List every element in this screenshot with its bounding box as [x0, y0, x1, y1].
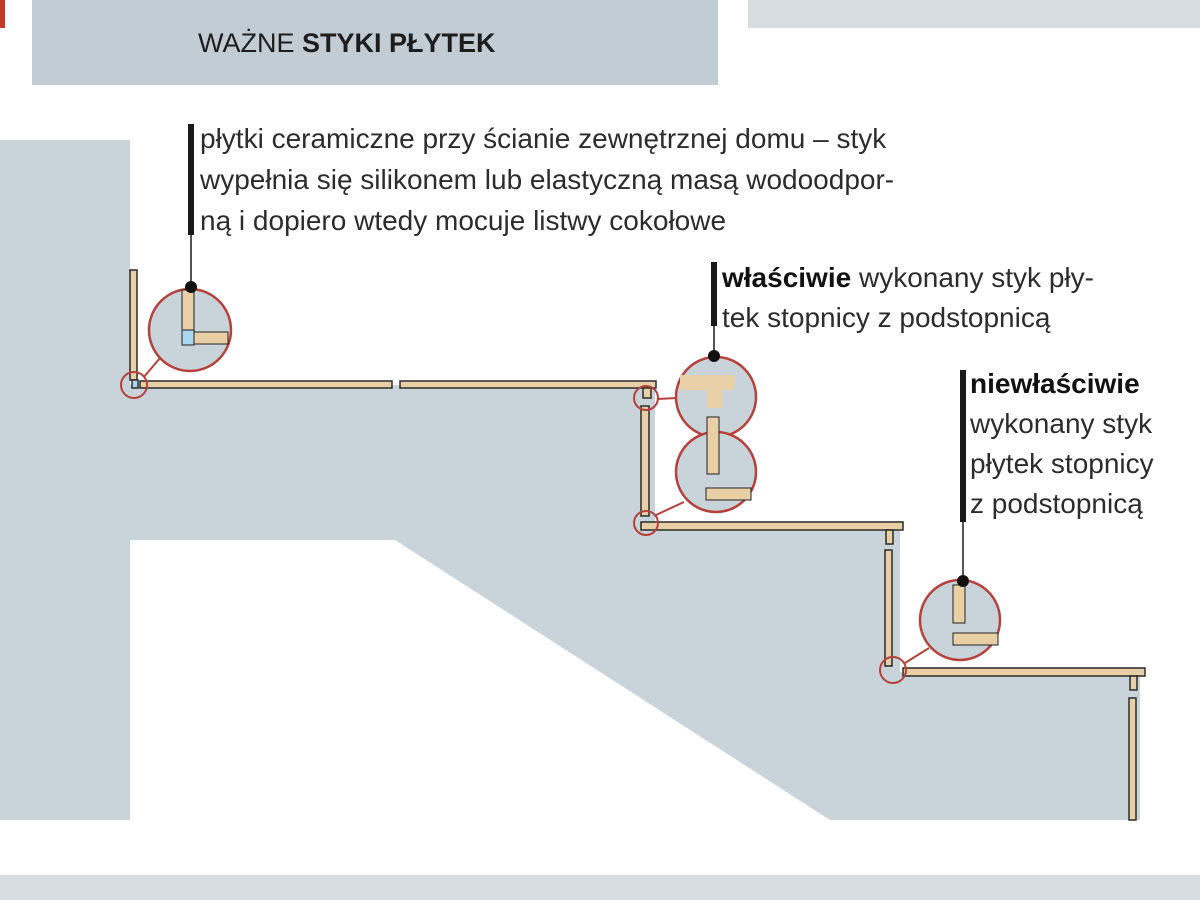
tiles: [129, 269, 1146, 821]
leader-dots: [185, 281, 969, 587]
callout-line: wykonany styk pły-: [851, 262, 1094, 293]
callout-bold: niewłaściwie: [970, 368, 1140, 399]
callout-line: płytek stopnicy: [970, 448, 1154, 479]
wall-section: [0, 140, 1140, 820]
callout-line: wypełnia się silikonem lub elastyczną ma…: [200, 164, 895, 195]
bottom-band: [0, 875, 1200, 900]
callout-bold: właściwie: [722, 262, 852, 293]
accent-mark: [0, 0, 5, 28]
callout-bar: [188, 124, 194, 235]
callout-line: wykonany styk: [970, 408, 1153, 439]
top-band: [748, 0, 1200, 28]
callout-bar: [960, 370, 966, 522]
page-title: WAŻNE STYKI PŁYTEK: [198, 28, 496, 58]
callout-correct: właściwie wykonany styk pły- tek stopnic…: [722, 258, 1094, 338]
callout-incorrect: niewłaściwie wykonany styk płytek stopni…: [970, 364, 1154, 524]
title-banner: [32, 0, 718, 85]
detail-circles: [120, 287, 1002, 684]
callout-line: ną i dopiero wtedy mocuje listwy cokołow…: [200, 205, 727, 236]
callout-line: z podstopnicą: [970, 488, 1143, 519]
callout-bar: [711, 262, 717, 326]
callout-line: tek stopnicy z podstopnicą: [722, 302, 1051, 333]
callout-exterior-wall: płytki ceramiczne przy ścianie zewnętrzn…: [200, 118, 894, 241]
callout-line: płytki ceramiczne przy ścianie zewnętrzn…: [200, 123, 887, 154]
